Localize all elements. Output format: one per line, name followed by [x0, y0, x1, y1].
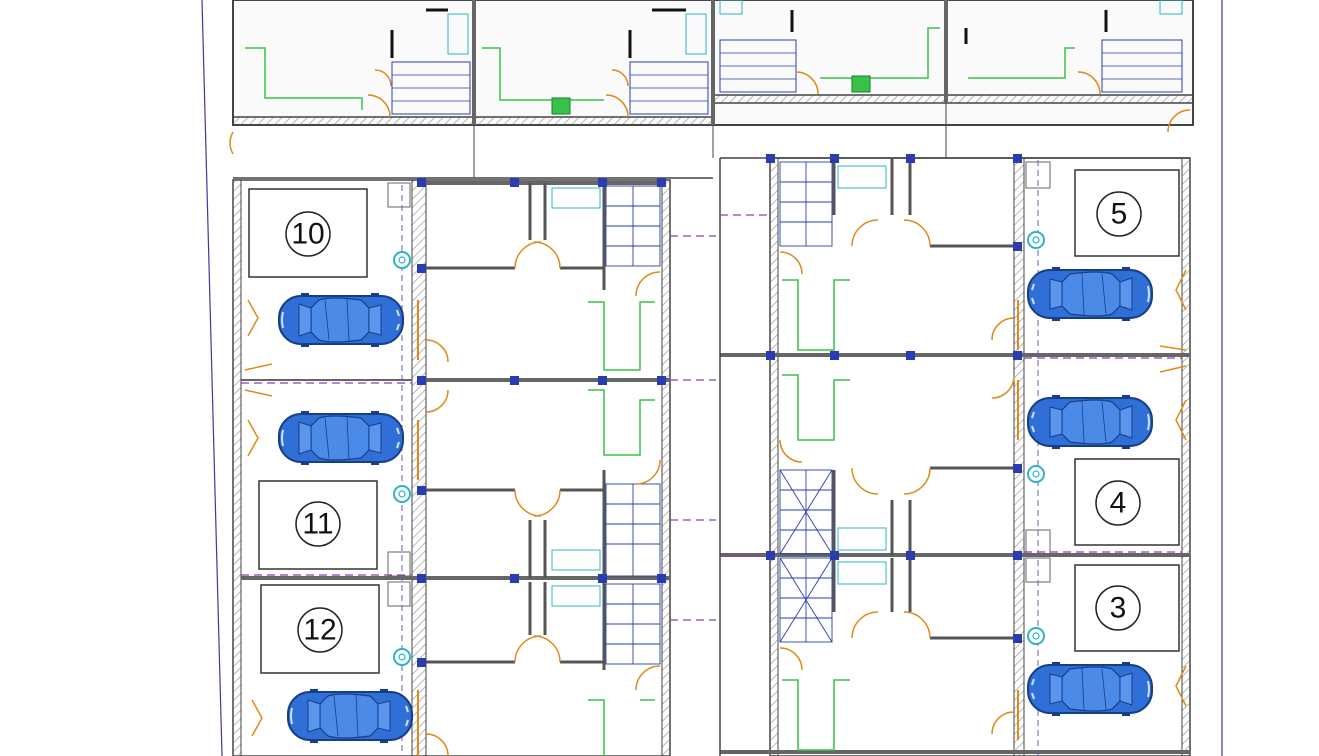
fixture-icon: [393, 648, 411, 666]
site-boundary: [201, 0, 1223, 756]
unit-10-box: [248, 188, 368, 278]
unit-12-box: [260, 584, 380, 674]
unit-3: 3: [1074, 564, 1180, 652]
unit-5-marker: [1096, 191, 1142, 237]
car-icon: [1027, 661, 1153, 717]
unit-4-box: [1074, 458, 1180, 546]
unit-11-box: [258, 480, 378, 570]
fixture-icon: [393, 485, 411, 503]
utility-fixtures: [393, 231, 1045, 666]
fixture-icon: [1027, 465, 1045, 483]
unit-4-marker: [1095, 480, 1141, 526]
car-icon: [287, 688, 413, 744]
unit-10-number: 10: [291, 218, 324, 251]
unit-10-marker: [285, 211, 331, 257]
unit-4-number: 4: [1110, 487, 1127, 520]
top-units-block: [229, 0, 1194, 155]
unit-3-marker: [1095, 585, 1141, 631]
unit-11-marker: [295, 501, 341, 547]
right-building-block: [719, 154, 1191, 756]
unit-3-number: 3: [1110, 592, 1127, 625]
unit-12: 12: [260, 584, 380, 674]
car-icon: [278, 410, 404, 466]
fixture-icon: [1027, 231, 1045, 249]
left-building-block: [232, 178, 716, 756]
unit-10: 10: [248, 188, 368, 278]
unit-5: 5: [1074, 169, 1180, 257]
unit-12-number: 12: [303, 614, 336, 647]
unit-11-number: 11: [302, 508, 333, 541]
unit-5-number: 5: [1111, 198, 1128, 231]
fixture-icon: [393, 251, 411, 269]
unit-11: 11: [258, 480, 378, 570]
car-icon: [278, 292, 404, 348]
unit-3-box: [1074, 564, 1180, 652]
fixture-icon: [1027, 627, 1045, 645]
car-icon: [1027, 394, 1153, 450]
car-icon: [1027, 266, 1153, 322]
unit-12-marker: [297, 607, 343, 653]
unit-4: 4: [1074, 458, 1180, 546]
unit-labels: 10 11 12 5 4 3: [248, 169, 1180, 674]
unit-5-box: [1074, 169, 1180, 257]
